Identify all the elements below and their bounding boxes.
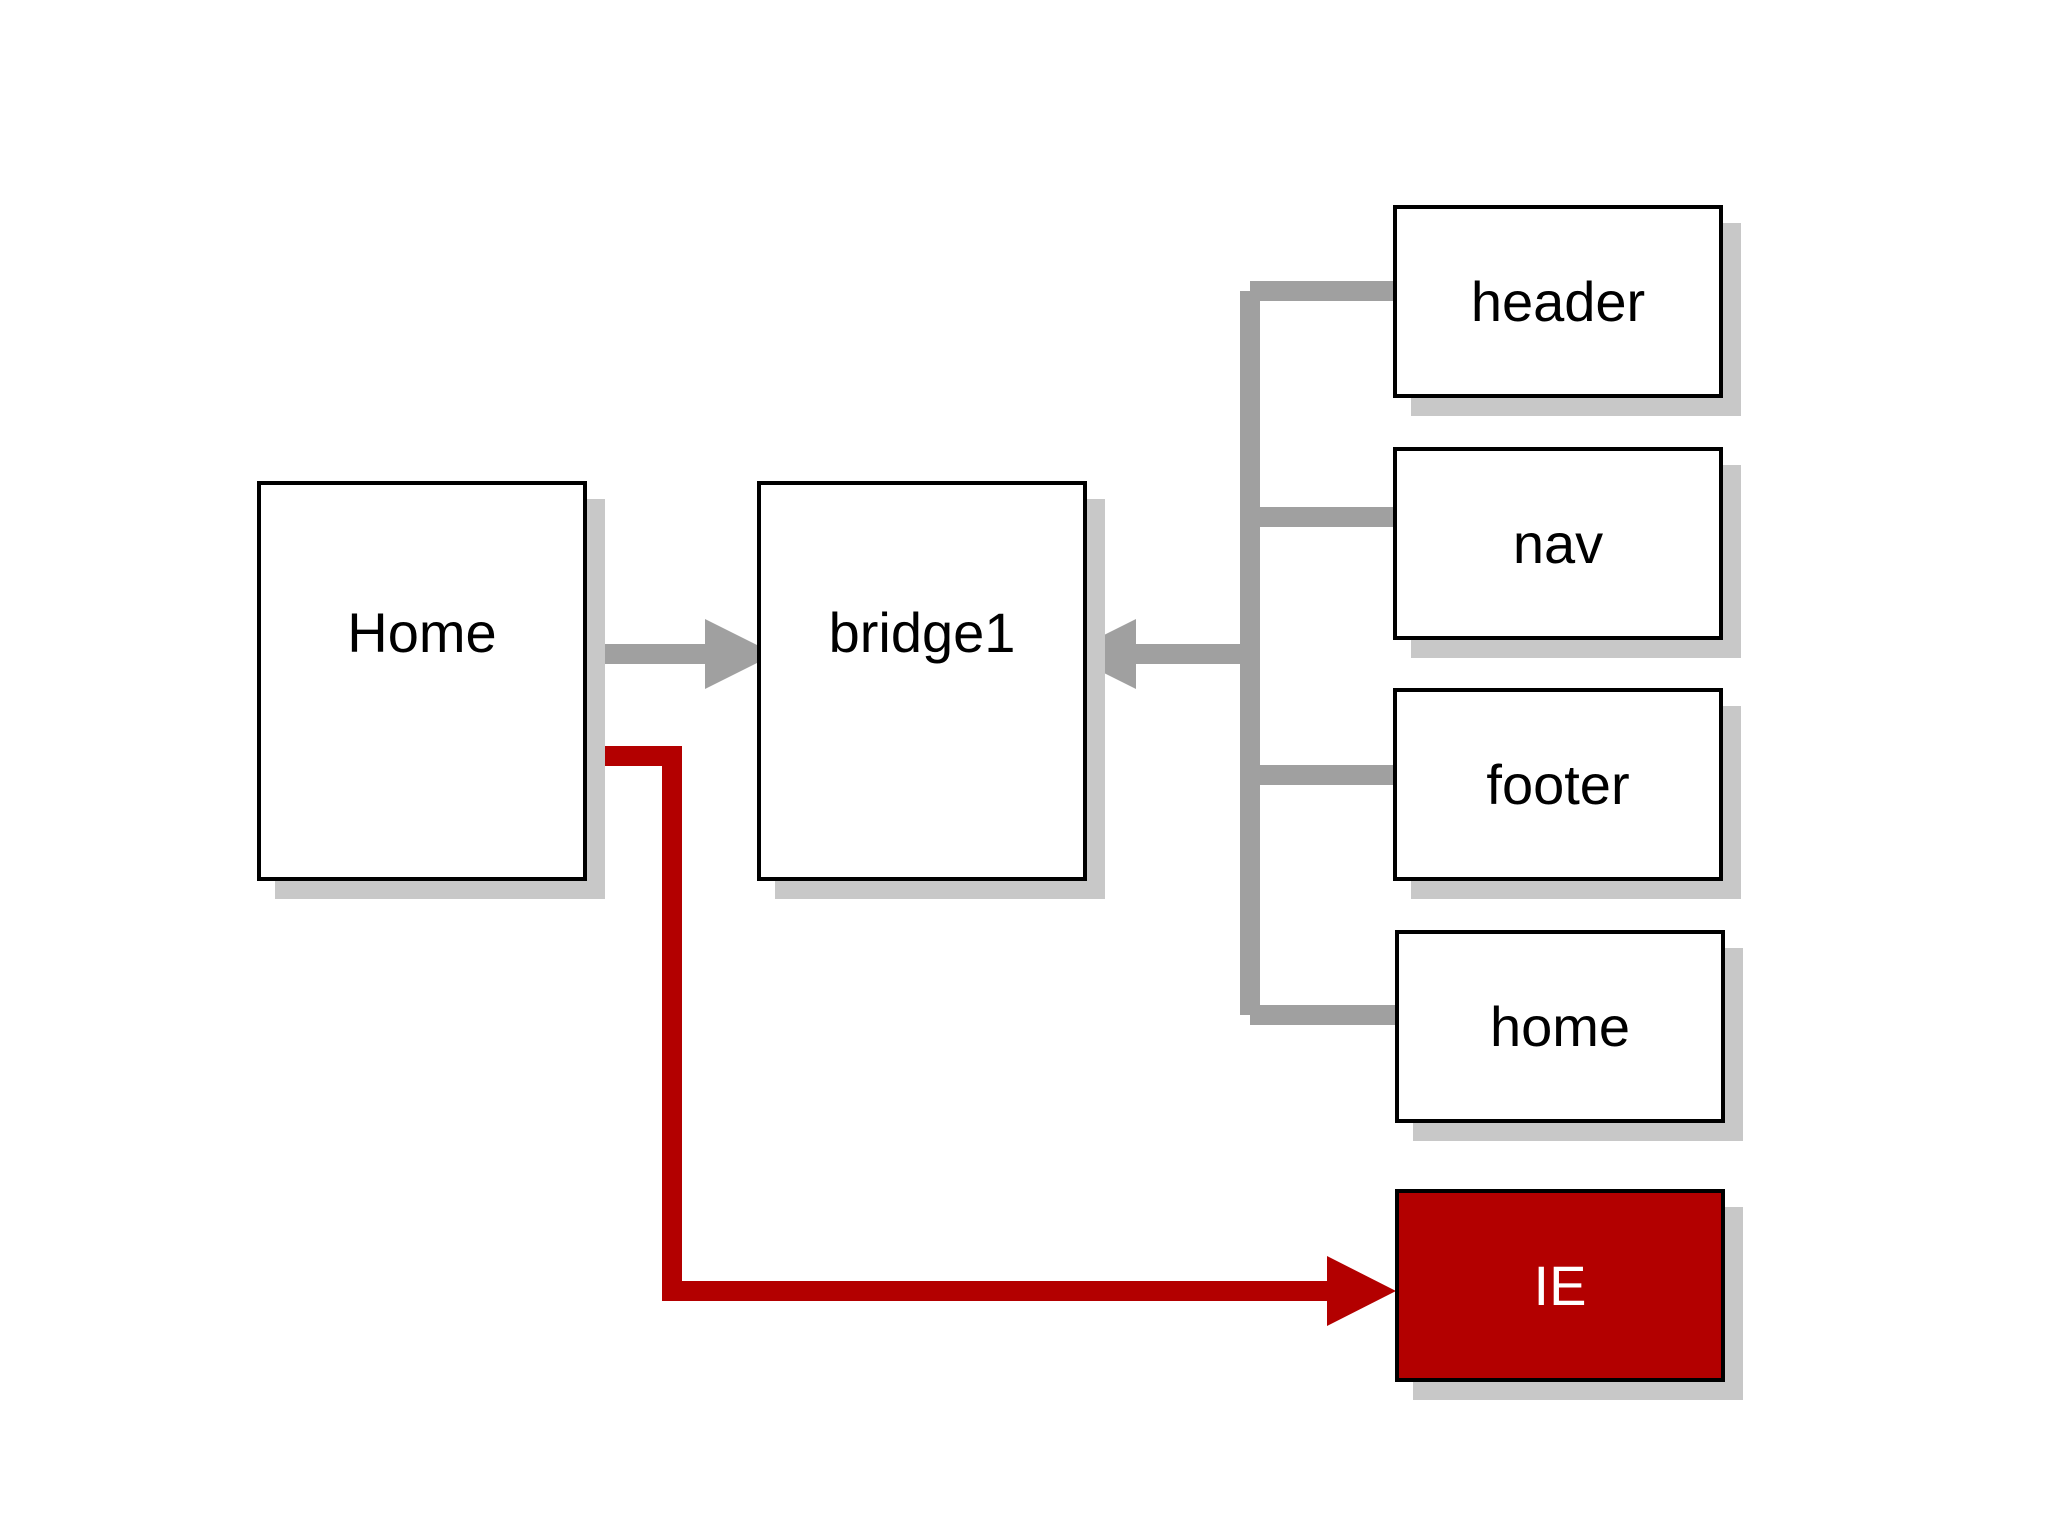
footer-label: footer — [1486, 752, 1630, 816]
header-node: header — [1393, 205, 1723, 398]
bridge1-label: bridge1 — [828, 601, 1016, 664]
bridge1-node: bridge1 — [757, 481, 1087, 881]
home-to-ie-arrow — [585, 746, 1396, 1326]
ie-node: IE — [1395, 1189, 1725, 1382]
home-page-label: Home — [347, 601, 497, 664]
header-label: header — [1470, 269, 1646, 333]
nav-label: nav — [1512, 511, 1604, 575]
components-to-bridge-arrow — [1066, 281, 1395, 1025]
ie-label: IE — [1533, 1253, 1587, 1317]
home-component-label: home — [1489, 994, 1631, 1058]
nav-node: nav — [1393, 447, 1723, 640]
footer-node: footer — [1393, 688, 1723, 881]
home-component-node: home — [1395, 930, 1725, 1123]
home-to-bridge-arrow — [583, 619, 775, 689]
home-page-node: Home — [257, 481, 587, 881]
